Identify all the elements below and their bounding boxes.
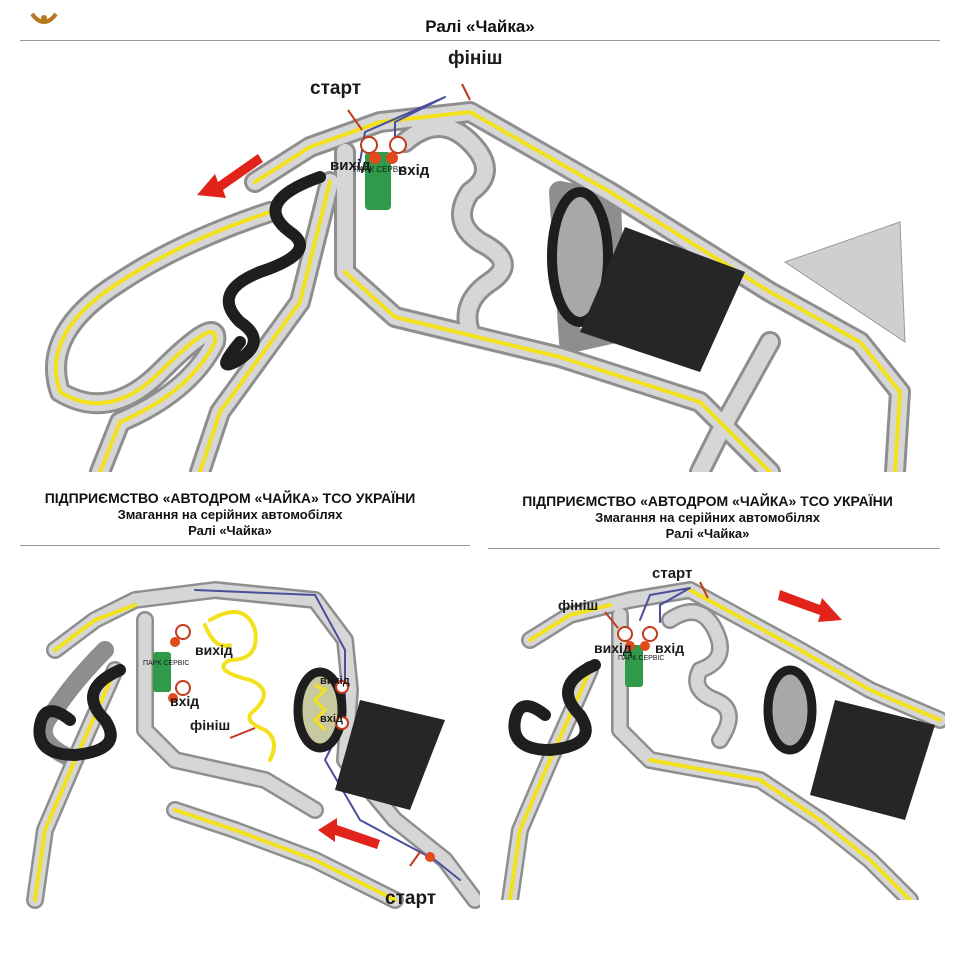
- br-org: ПІДПРИЄМСТВО «АВТОДРОМ «ЧАЙКА» ТСО УКРАЇ…: [522, 493, 893, 509]
- direction-arrow-icon: [197, 154, 263, 198]
- service-park-label: ПАРК СЕРВІС: [353, 165, 406, 174]
- karting-track: [220, 171, 326, 371]
- oval-track: [293, 667, 347, 753]
- bl-org: ПІДПРИЄМСТВО «АВТОДРОМ «ЧАЙКА» ТСО УКРАЇ…: [44, 490, 416, 506]
- entry-label: вхід: [170, 693, 199, 709]
- service-park-label: ПАРК СЕРВІС: [143, 660, 189, 667]
- service-park-icon: [365, 152, 391, 210]
- direction-arrow-icon: [318, 818, 380, 849]
- oval-track: [547, 187, 613, 327]
- exit-label: вихід: [195, 642, 233, 658]
- bottom-right-canvas: ПАРК СЕРВІС старт фініш вихід вхід: [501, 565, 945, 900]
- karting-track: [33, 664, 126, 761]
- logo-icon: [30, 12, 58, 24]
- service-park-icon: [153, 652, 171, 692]
- rally-route: [508, 588, 942, 900]
- service-park-icon: [625, 645, 643, 687]
- rally-route: [54, 110, 902, 472]
- br-divider: [488, 548, 940, 549]
- direction-arrow-icon: [778, 590, 842, 622]
- oval-inner-route: [312, 683, 328, 732]
- service-park-label: ПАРК СЕРВІС: [618, 655, 664, 662]
- entry-label: вхід: [655, 640, 684, 656]
- bl-divider: [20, 545, 470, 546]
- bottom-right-map: ПАРК СЕРВІС старт фініш вихід вхід: [490, 560, 945, 900]
- bl-subtitle: Змагання на серійних автомобілях: [117, 507, 343, 522]
- time-control-icon: [617, 626, 658, 651]
- br-subtitle: Змагання на серійних автомобілях: [595, 510, 820, 525]
- time-control-icon: [360, 136, 407, 164]
- exit-label: вихід: [330, 157, 371, 174]
- bottom-left-map: ПАРК СЕРВІС вихід вхід фініш вихід вхід …: [15, 560, 480, 940]
- building: [335, 700, 445, 810]
- top-map-canvas: ПАРК СЕРВІС фініш старт вихід вхід: [45, 48, 911, 472]
- building: [810, 700, 935, 820]
- br-title: Ралі «Чайка»: [665, 526, 750, 541]
- bl-title: Ралі «Чайка»: [188, 523, 272, 538]
- service-path: [639, 587, 691, 623]
- start-label: старт: [652, 565, 692, 582]
- exit-label: вихід: [594, 640, 632, 656]
- building: [580, 227, 745, 372]
- top-divider: [20, 40, 940, 41]
- entry-label: вхід: [398, 162, 430, 179]
- logo: [30, 12, 58, 28]
- bottom-left-canvas: ПАРК СЕРВІС вихід вхід фініш вихід вхід …: [26, 581, 480, 909]
- start-label: старт: [385, 888, 436, 909]
- finish-label: фініш: [448, 48, 503, 69]
- finish-label: фініш: [558, 597, 598, 613]
- start-label: старт: [310, 78, 361, 99]
- time-control-icon: [168, 624, 435, 862]
- oval-exit-label: вихід: [320, 675, 350, 687]
- oval-entry-label: вхід: [320, 713, 343, 725]
- top-map: ПАРК СЕРВІС фініш старт вихід вхід: [0, 42, 960, 472]
- parking-area: [783, 221, 906, 343]
- oval-track: [763, 665, 817, 755]
- finish-label: фініш: [190, 717, 230, 733]
- top-title: Ралі «Чайка»: [425, 17, 535, 36]
- karting-track: [508, 659, 601, 756]
